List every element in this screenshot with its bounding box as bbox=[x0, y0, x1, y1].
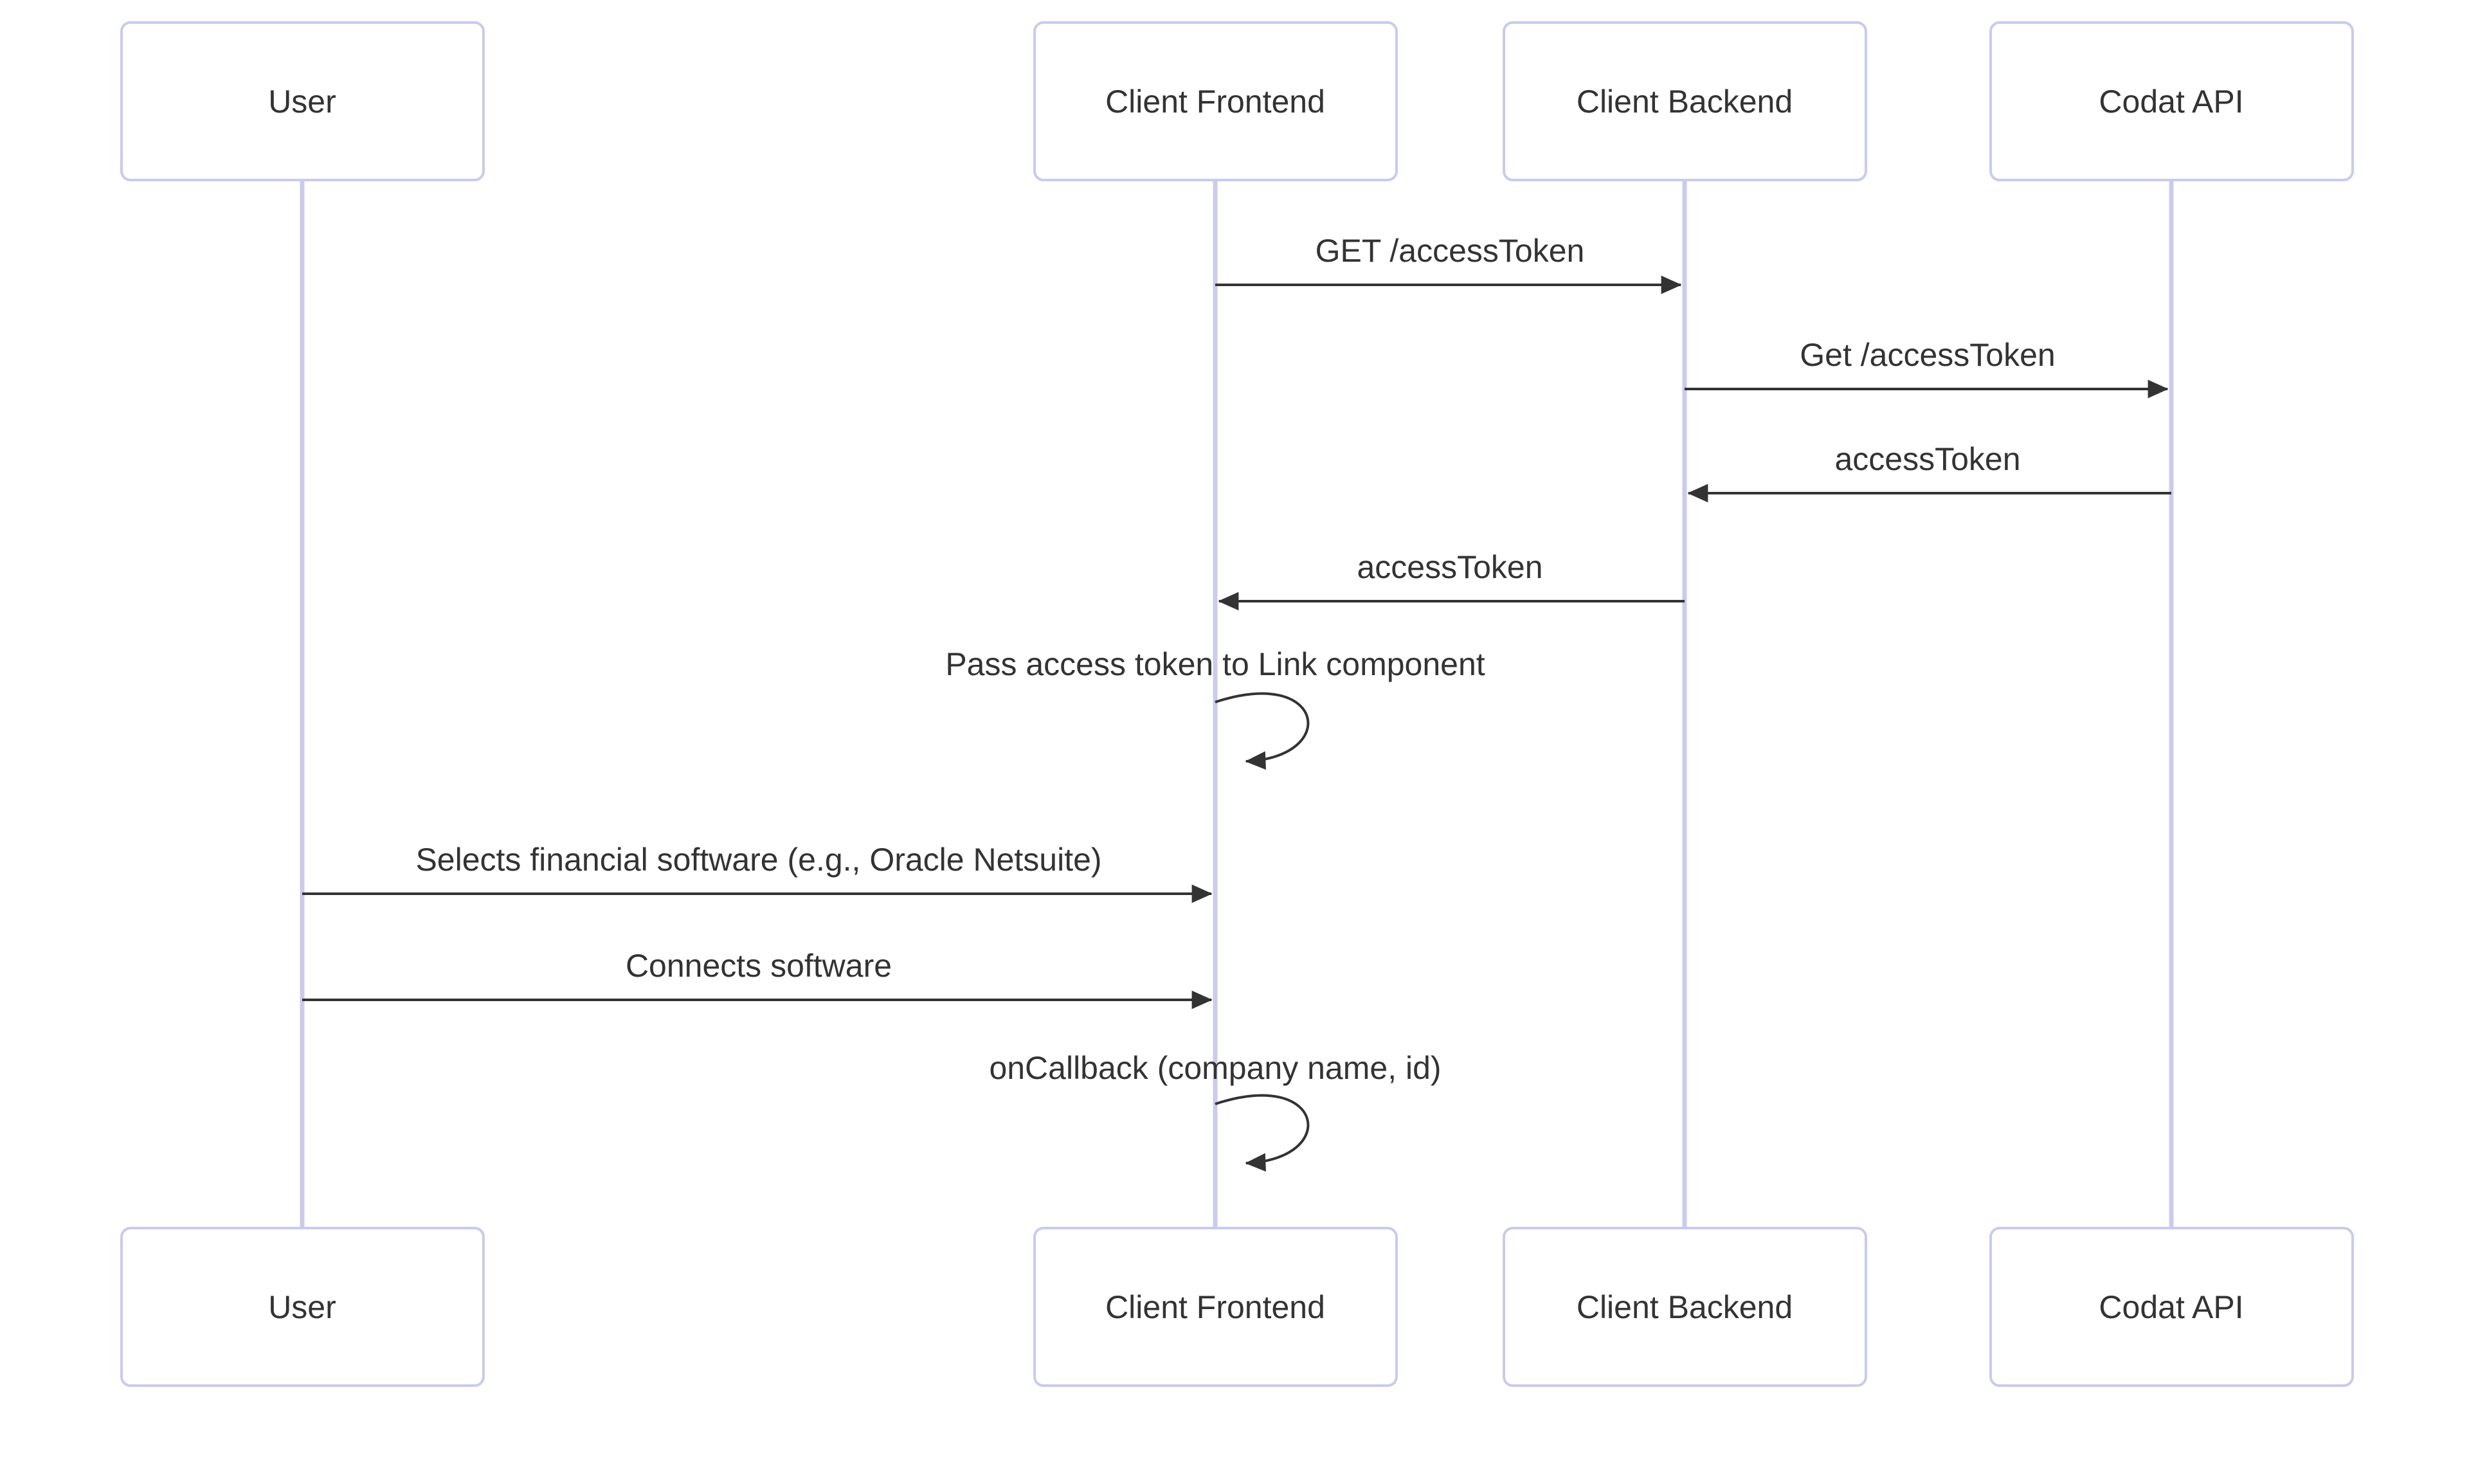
message-get-accesstoken-codat: Get /accessToken bbox=[1685, 337, 2169, 399]
actor-client-backend-bottom: Client Backend bbox=[1503, 1227, 1867, 1387]
actor-box bbox=[120, 21, 485, 181]
message-label: accessToken bbox=[1834, 441, 2020, 477]
message-label: Selects financial software (e.g., Oracle… bbox=[415, 842, 1101, 878]
actor-label: Client Backend bbox=[1577, 84, 1793, 120]
actor-client-frontend-bottom: Client Frontend bbox=[1033, 1227, 1398, 1387]
actor-label: Client Frontend bbox=[1105, 1289, 1325, 1325]
actor-label: User bbox=[268, 1289, 336, 1325]
actor-codat-api-bottom: Codat API bbox=[1989, 1227, 2354, 1387]
message-label: GET /accessToken bbox=[1316, 233, 1585, 269]
actor-box bbox=[1989, 1227, 2354, 1387]
actor-label: Client Frontend bbox=[1105, 84, 1325, 120]
actor-user-bottom: User bbox=[120, 1227, 485, 1387]
actor-box bbox=[1503, 21, 1867, 181]
message-label: Get /accessToken bbox=[1800, 337, 2055, 373]
actor-box bbox=[1503, 1227, 1867, 1387]
message-label: Pass access token to Link component bbox=[945, 646, 1485, 682]
message-oncallback-self-loop: onCallback (company name, id) bbox=[989, 1050, 1442, 1172]
self-loop-arrow bbox=[1215, 692, 1310, 770]
actor-label: User bbox=[268, 84, 336, 120]
actor-label: Client Backend bbox=[1577, 1289, 1793, 1325]
actor-client-frontend-top: Client Frontend bbox=[1033, 21, 1398, 181]
message-accesstoken-return-frontend: accessToken bbox=[1218, 549, 1685, 611]
actor-box bbox=[1033, 1227, 1398, 1387]
actor-user-top: User bbox=[120, 21, 485, 181]
message-accesstoken-return-backend: accessToken bbox=[1687, 441, 2171, 503]
actor-box bbox=[1989, 21, 2354, 181]
actor-label: Codat API bbox=[2099, 84, 2243, 120]
actor-box bbox=[120, 1227, 485, 1387]
message-label: accessToken bbox=[1357, 549, 1542, 585]
message-label: onCallback (company name, id) bbox=[989, 1050, 1441, 1086]
message-connects-software: Connects software bbox=[302, 948, 1213, 1009]
actor-label: Codat API bbox=[2099, 1289, 2243, 1325]
self-loop-arrow bbox=[1215, 1094, 1310, 1172]
actor-client-backend-top: Client Backend bbox=[1503, 21, 1867, 181]
message-label: Connects software bbox=[626, 948, 892, 984]
message-pass-token-self-loop: Pass access token to Link component bbox=[945, 646, 1485, 770]
message-selects-software: Selects financial software (e.g., Oracle… bbox=[302, 842, 1213, 903]
actor-codat-api-top: Codat API bbox=[1989, 21, 2354, 181]
message-get-accesstoken: GET /accessToken bbox=[1215, 233, 1682, 294]
actor-box bbox=[1033, 21, 1398, 181]
